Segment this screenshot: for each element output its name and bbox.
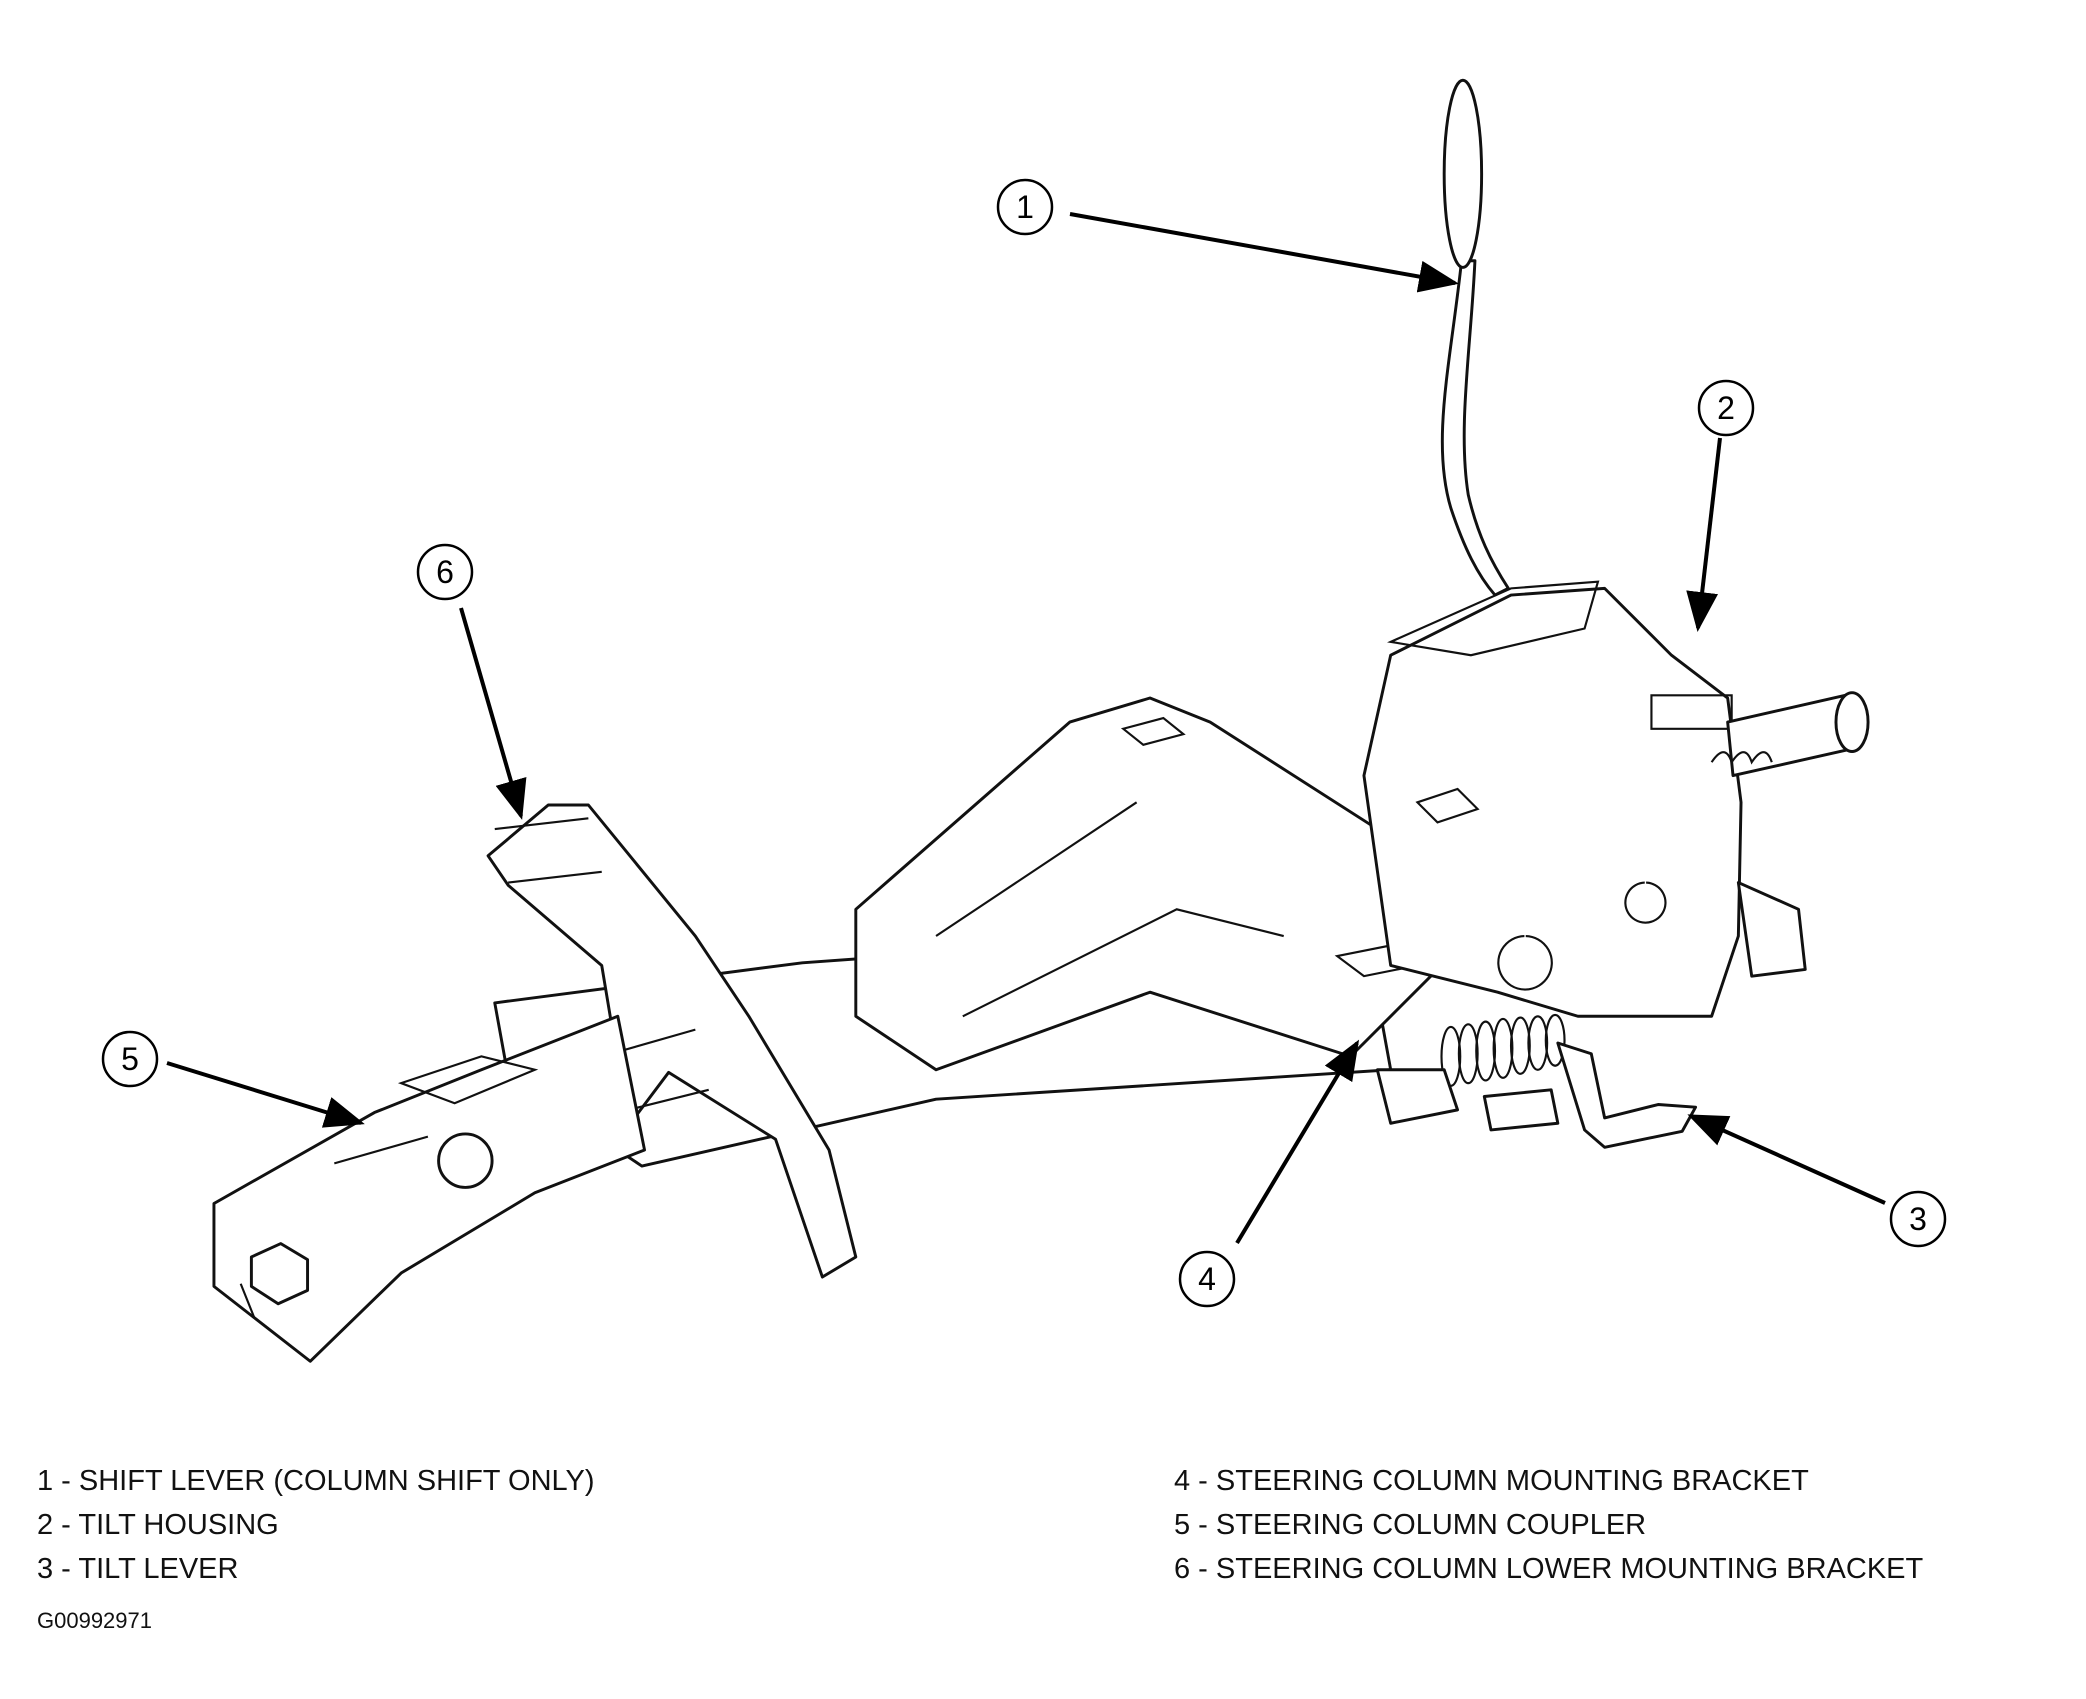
tilt-housing <box>1362 586 1743 1018</box>
shift-lever <box>1440 259 1510 597</box>
legend-right: 4 - STEERING COLUMN MOUNTING BRACKET 5 -… <box>1174 1464 1923 1596</box>
callout-6: 6 <box>416 543 474 601</box>
svg-text:4: 4 <box>1198 1261 1216 1297</box>
legend-left: 1 - SHIFT LEVER (COLUMN SHIFT ONLY) 2 - … <box>37 1464 595 1596</box>
legend-item-4: 4 - STEERING COLUMN MOUNTING BRACKET <box>1174 1465 1809 1497</box>
coupler-bolt <box>249 1242 310 1306</box>
callout-1: 1 <box>996 178 1054 236</box>
legend-item-1: 1 - SHIFT LEVER (COLUMN SHIFT ONLY) <box>37 1465 595 1497</box>
callout-3: 3 <box>1889 1190 1947 1248</box>
svg-text:6: 6 <box>436 554 454 590</box>
svg-text:1: 1 <box>1016 189 1034 225</box>
arrow-5 <box>166 1061 365 1128</box>
steering-shaft <box>1726 693 1854 778</box>
legend-item-2: 2 - TILT HOUSING <box>37 1509 279 1541</box>
arrow-6 <box>459 607 527 820</box>
coupler <box>212 1014 647 1363</box>
callout-4: 4 <box>1178 1250 1236 1308</box>
lower-mounting-bracket <box>486 803 858 1279</box>
figure-id: G00992971 <box>37 1608 152 1633</box>
arrow-4 <box>1235 1039 1360 1245</box>
arrow-1 <box>1069 212 1459 293</box>
legend-item-5: 5 - STEERING COLUMN COUPLER <box>1174 1509 1647 1541</box>
svg-text:2: 2 <box>1717 390 1735 426</box>
arrow-2 <box>1686 437 1722 632</box>
svg-text:3: 3 <box>1909 1201 1927 1237</box>
tilt-spring <box>1440 1013 1566 1087</box>
tilt-lever <box>1556 1041 1698 1149</box>
legend-item-6: 6 - STEERING COLUMN LOWER MOUNTING BRACK… <box>1174 1553 1924 1585</box>
legend-item-3: 3 - TILT LEVER <box>37 1553 239 1585</box>
shift-lever-knob <box>1442 78 1484 269</box>
callout-2: 2 <box>1697 379 1755 437</box>
arrow-3 <box>1687 1114 1886 1205</box>
callout-5: 5 <box>101 1030 159 1088</box>
svg-text:5: 5 <box>121 1041 139 1077</box>
